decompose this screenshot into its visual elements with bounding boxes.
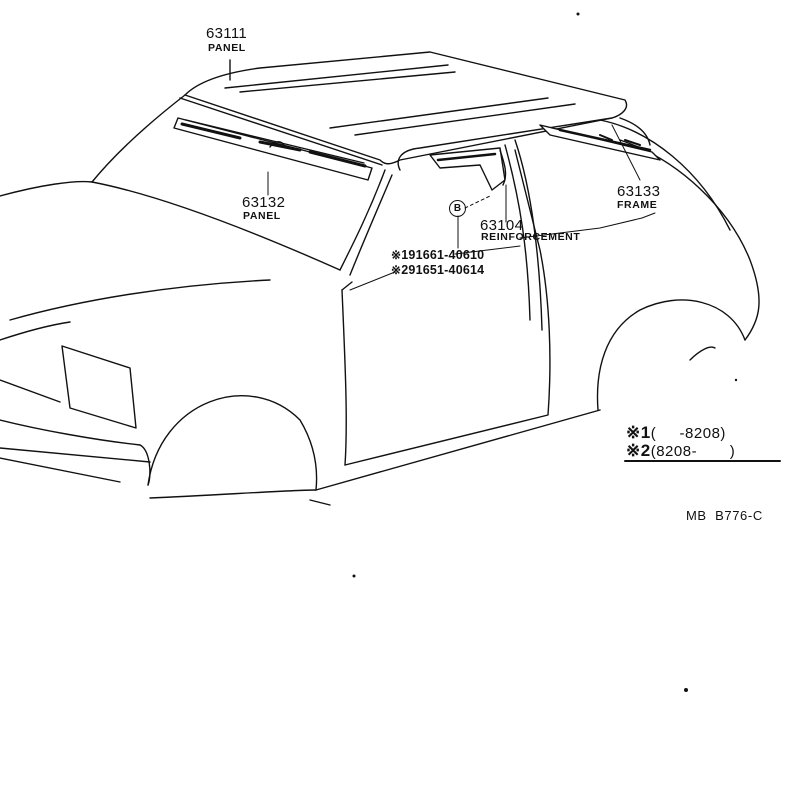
car-body-outline: [0, 94, 760, 506]
ref-mark: ※: [391, 248, 402, 262]
part-number-63133: 63133: [617, 183, 661, 200]
ref-index: 2: [401, 263, 409, 277]
part-name-panel-roof: PANEL: [208, 42, 246, 54]
legend-range: ( -8208): [650, 425, 726, 442]
legend-mark: ※: [626, 423, 641, 442]
legend-mark: ※: [626, 441, 641, 460]
part-number-63104: 63104: [480, 217, 524, 234]
callout-circle-b: B: [449, 200, 466, 217]
roof-panel-63111: [179, 51, 628, 171]
legend-line-2: ※2(8208- ): [626, 442, 735, 459]
rear-frame-63133: [539, 124, 661, 161]
ref-mark: ※: [391, 263, 402, 277]
legend-line-1: ※1( -8208): [626, 424, 726, 441]
ref-number: 91651-40614: [408, 263, 485, 277]
legend-index: 1: [640, 423, 651, 442]
part-name-reinforcement: REINFORCEMENT: [481, 231, 581, 243]
part-name-panel-header: PANEL: [243, 210, 281, 222]
leader-lines: [267, 124, 656, 291]
stray-dots: [352, 12, 738, 692]
ref-line-1: ※191661-40610: [391, 249, 484, 262]
ref-line-2: ※291651-40614: [391, 264, 484, 277]
diagram-code: MB B776-C: [686, 508, 763, 523]
part-number-63132: 63132: [242, 194, 286, 211]
part-number-63111: 63111: [206, 25, 247, 42]
legend-index: 2: [640, 441, 651, 460]
legend-range: (8208- ): [650, 443, 736, 460]
front-header-panel-63132: [173, 117, 373, 181]
reinforcement-63104: [429, 147, 507, 191]
ref-index: 1: [401, 248, 409, 262]
part-name-frame: FRAME: [617, 199, 658, 211]
ref-number: 91661-40610: [408, 248, 485, 262]
